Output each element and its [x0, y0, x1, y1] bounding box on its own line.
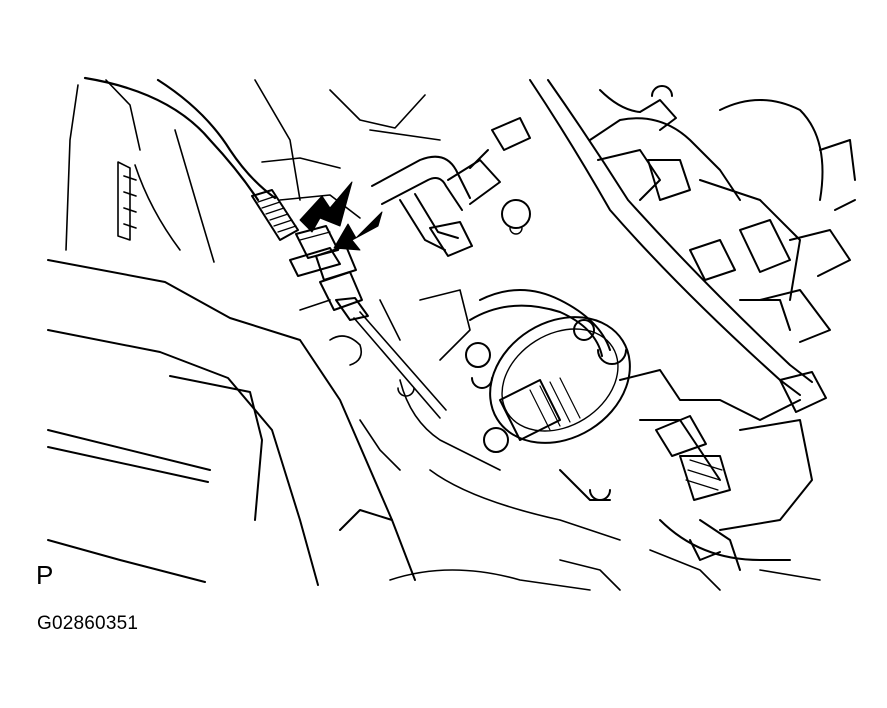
cable-end-fitting	[320, 272, 446, 418]
figure-code: G02860351	[37, 613, 139, 634]
view-label: P	[36, 560, 54, 590]
engine-lower	[360, 290, 820, 590]
cable-lock-nut	[290, 246, 356, 280]
body-panel	[48, 260, 415, 585]
cable-bracket	[620, 370, 812, 570]
air-hose	[372, 118, 530, 256]
throttle-cable	[85, 78, 298, 240]
throttle-body	[590, 100, 855, 342]
cable-adjusting-nut	[296, 226, 338, 258]
engine-background	[66, 80, 440, 365]
throttle-linkage	[466, 290, 653, 500]
arrow-icon	[300, 182, 352, 232]
arrow-icon	[334, 212, 382, 250]
